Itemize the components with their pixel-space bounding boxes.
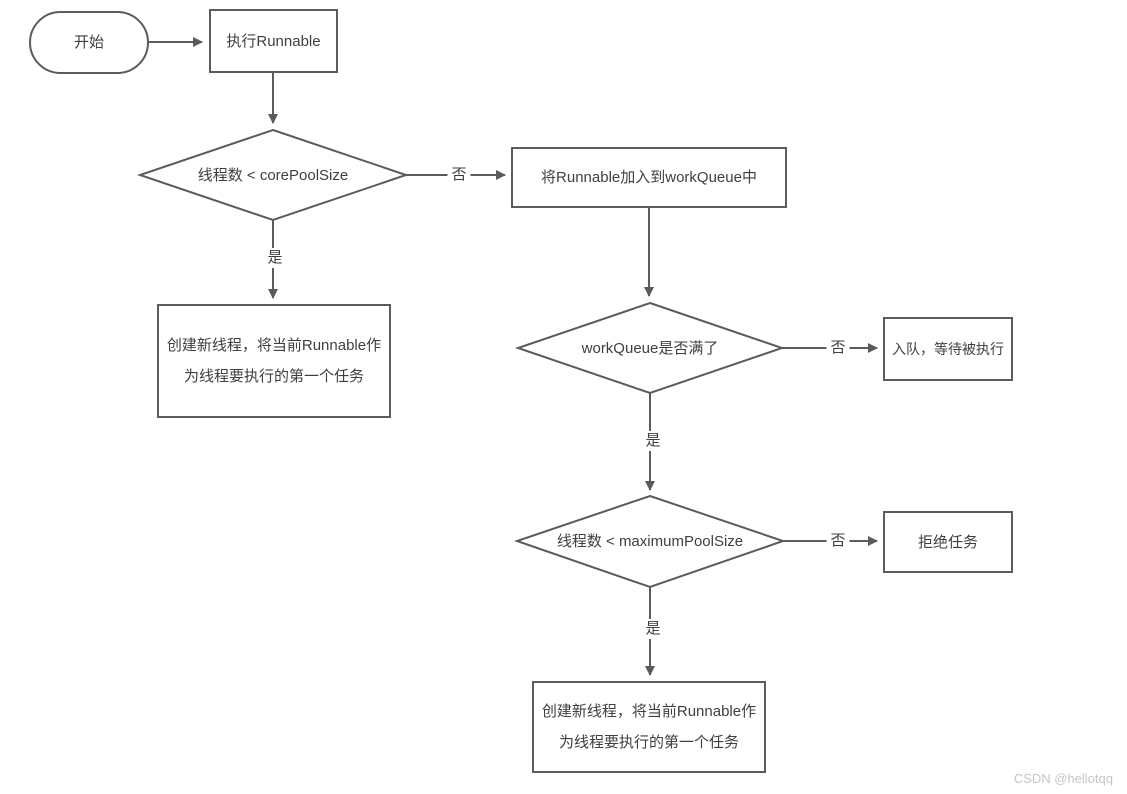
max-pool-decision-diamond (513, 494, 787, 589)
exec-runnable-box (209, 9, 338, 73)
add-to-workqueue-box (511, 147, 787, 208)
workqueue-full-decision-diamond (514, 301, 786, 395)
create-thread-core-box (157, 304, 391, 418)
enqueue-wait-box (883, 317, 1013, 381)
core-pool-decision-diamond (136, 128, 410, 222)
create-thread-max-box (532, 681, 766, 773)
reject-task-box (883, 511, 1013, 573)
start-terminator-shape (29, 11, 149, 74)
